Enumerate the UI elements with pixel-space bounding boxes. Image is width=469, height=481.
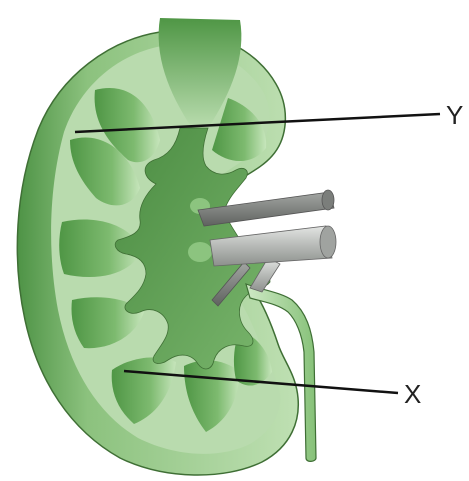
calyx-highlight-lower	[188, 242, 212, 262]
label-x: X	[404, 379, 421, 409]
label-y: Y	[446, 100, 463, 130]
